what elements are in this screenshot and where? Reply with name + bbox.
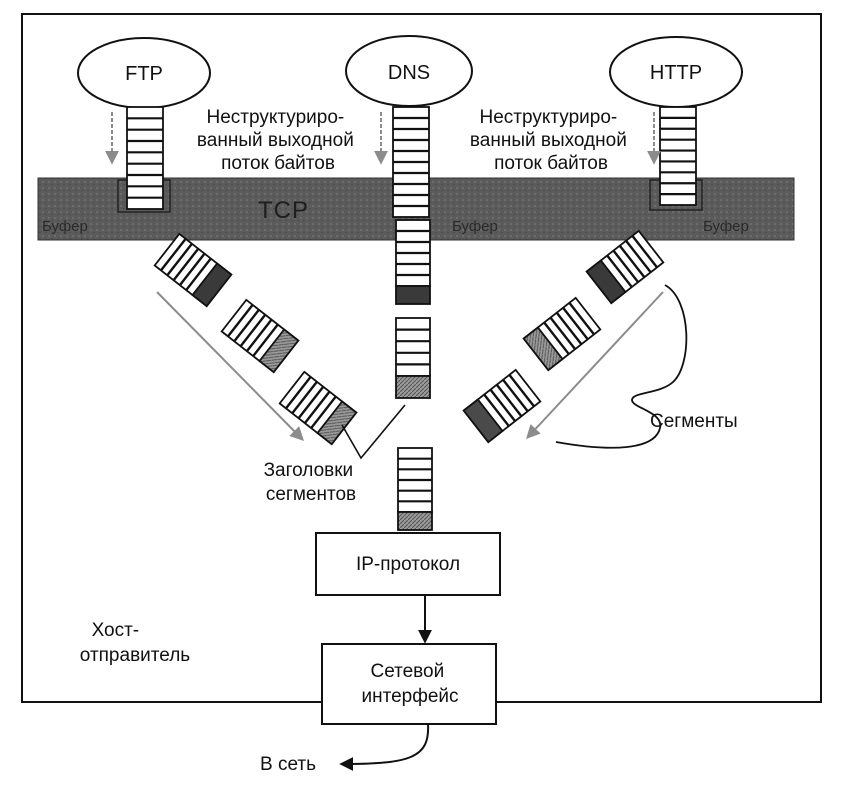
app-http: HTTP [609,36,743,108]
segment-header [522,326,564,372]
segment-flow-arrow-right [526,291,664,440]
seg-r3-stripe [508,374,535,408]
segment-header [258,328,300,374]
seg-r2-stripe [543,321,570,355]
seg-r1-stripe [631,235,658,269]
seg-l1-stripe [178,252,206,286]
seg-r1-stripe [625,240,652,274]
segment-middle-2 [395,317,431,399]
segment-header [462,398,504,444]
tcp-label: TCP [258,197,309,224]
seg-r2-stripe [549,316,577,350]
segment-header [395,375,431,399]
seg-l1-stripe [166,243,193,277]
segment-header [191,262,233,308]
seg-r2-stripe [568,302,595,336]
seg-r2-stripe [562,307,589,341]
segment-header [585,259,627,305]
seg-l1-stripe [172,247,200,281]
stack-ftp-body [126,106,164,210]
to-network-arrow [339,723,430,771]
byte-stream-http [659,106,697,206]
segment-middle-1 [395,219,431,305]
byte-stream-dns [392,106,430,218]
seg-l1-stripe [160,238,187,272]
app-http-label: HTTP [650,62,702,84]
seg-r1-stripe [606,254,633,288]
seg-l2-stripe [252,323,279,357]
network-interface-box [321,643,497,725]
stream-label-right: Неструктуриро- ванный выходной поток бай… [470,107,632,174]
segments-label: Сегменты [650,411,738,432]
app-ftp-label: FTP [125,63,163,85]
segments-brace [555,284,688,449]
seg-l2-stripe [239,313,267,347]
segment-right-2 [522,296,602,372]
segment-left-3 [278,370,358,446]
network-interface-label: Сетевой интерфейс [361,661,458,707]
buffer-label-middle: Буфер [452,218,498,235]
app-dns: DNS [345,35,473,107]
seg-r2-stripe [555,311,583,345]
seg-l3-stripe [297,385,325,419]
seg-l2-stripe [227,304,254,338]
seg-r1-stripe [618,244,646,278]
headers-pointer [341,404,406,460]
segment-middle-2-body [395,317,431,377]
stack-http-body [659,106,697,206]
segment-left-1 [153,232,233,308]
segment-header [395,285,431,305]
seg-l3-stripe [303,390,331,424]
segment-right-3 [462,368,542,444]
buffer-label-right: Буфер [703,218,749,235]
segment-flow-arrow-left [156,291,304,441]
seg-l3-stripe [291,381,318,415]
segment-right-1 [585,229,665,305]
seg-r3-stripe [483,393,510,427]
ip-protocol-box [315,532,501,596]
ip-protocol-label: IP-протокол [356,554,460,575]
seg-l2-stripe [233,309,260,343]
seg-r1-stripe [612,249,640,283]
seg-r3-stripe [502,379,529,413]
byte-stream-ftp [126,106,164,210]
headers-label: Заголовки сегментов [264,460,359,505]
segment-left-2 [220,298,300,374]
seg-l3-stripe [310,395,337,429]
segment-middle-3 [397,447,433,531]
app-ftp: FTP [77,37,211,109]
to-network-label: В сеть [260,754,316,775]
seg-r3-stripe [489,388,517,422]
seg-l2-stripe [245,318,273,352]
app-dns-ellipse [345,35,473,107]
seg-r3-stripe [495,383,523,417]
segment-header [397,511,433,531]
seg-l1-stripe [185,257,212,291]
buffer-label-left: Буфер [42,218,88,235]
seg-l3-stripe [285,376,312,410]
host-label: Хост- отправитель [80,620,190,666]
app-dns-label: DNS [388,62,430,84]
stream-label-left: Неструктуриро- ванный выходной поток бай… [197,107,359,174]
